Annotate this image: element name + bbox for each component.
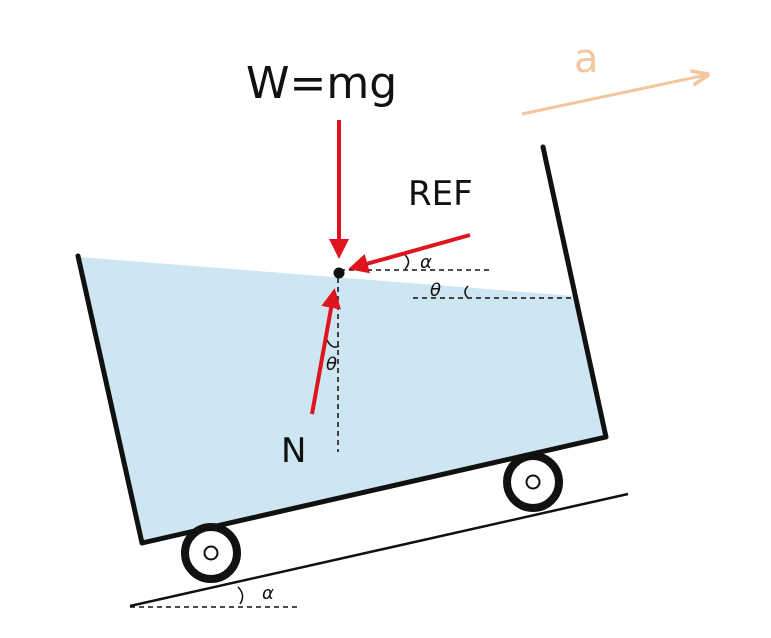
ground-angle-arc (237, 586, 244, 605)
wheel-left (181, 523, 241, 583)
normal-angle-arc (326, 339, 340, 348)
normal-label: N (281, 431, 306, 471)
weight-label: W=mg (246, 58, 397, 109)
acceleration-label: a (574, 36, 599, 82)
cart-container (75, 144, 609, 546)
ref-arrow (348, 233, 471, 274)
wheel-right (503, 452, 563, 512)
ground-angle-label: α (262, 583, 274, 604)
acceleration-arrow (521, 75, 706, 116)
ref-angle-arc (404, 254, 410, 270)
force-point (333, 267, 345, 279)
normal-angle-label: θ (326, 354, 337, 375)
ref-angle-label: α (420, 252, 432, 273)
normal-arrow (310, 288, 342, 415)
liquid (79, 257, 606, 542)
surface-angle-label: θ (430, 280, 441, 301)
surface-angle-arc (464, 285, 469, 299)
ref-label: REF (408, 174, 473, 214)
incline-line (129, 492, 629, 608)
